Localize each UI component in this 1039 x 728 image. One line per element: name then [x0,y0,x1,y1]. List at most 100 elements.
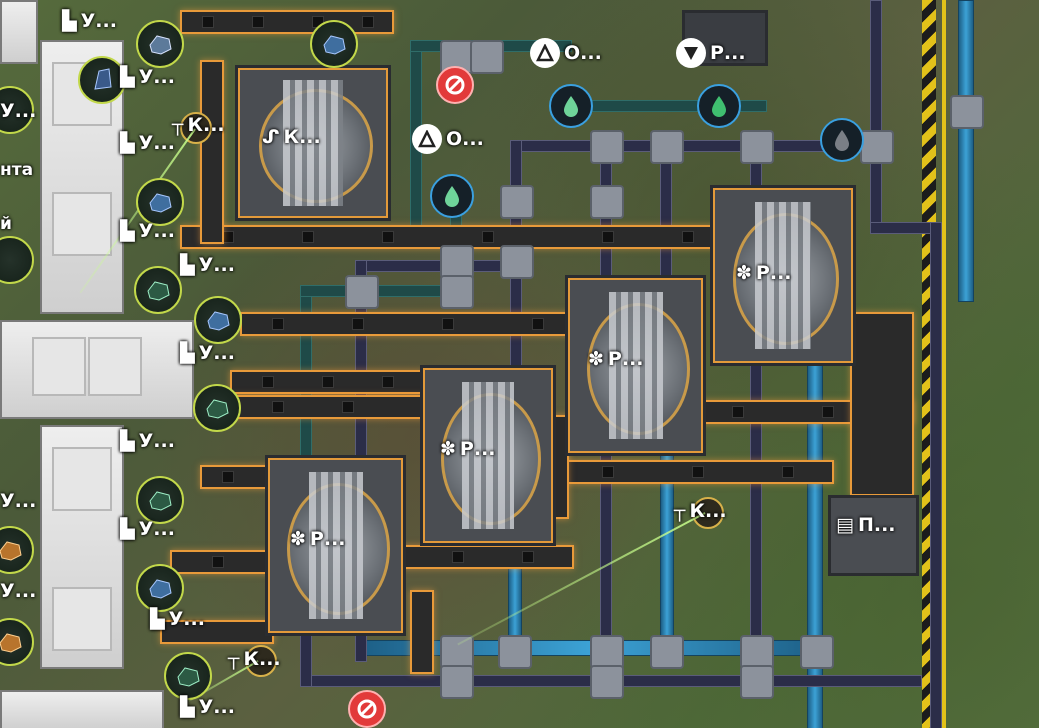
refinery-building[interactable] [420,365,556,546]
building-label[interactable]: О... [412,124,484,154]
pipe-junction[interactable] [440,665,474,699]
ore-resource-icon[interactable] [310,20,358,68]
fan-icon: ✽ [736,262,752,284]
storage-building[interactable] [828,495,919,576]
unloader-icon: ▙ [180,696,195,718]
pipe-junction[interactable] [740,635,774,669]
edge-label: нта [0,160,34,180]
building-label[interactable]: ┬К... [172,114,225,136]
building-label[interactable]: ▙У... [120,518,175,540]
conveyor-belt [230,370,424,394]
storage-icon: ▤ [836,514,854,536]
power-tower-icon[interactable] [692,497,724,529]
oil-drop-icon[interactable] [430,174,474,218]
pipe-junction[interactable] [590,665,624,699]
pipe-junction[interactable] [860,130,894,164]
pipe-junction[interactable] [498,635,532,669]
edge-label: й [0,214,12,234]
ore-resource-icon[interactable] [136,178,184,226]
unloader-icon: ▙ [150,608,165,630]
copper-resource-icon[interactable] [0,618,34,666]
building-label[interactable]: ▙У... [120,430,175,452]
building-label[interactable]: ✽Р... [588,348,644,370]
copper-resource-icon[interactable] [0,526,34,574]
power-tower-icon: ┬ [228,648,240,670]
building-slab [0,690,164,728]
building-slab [40,425,124,669]
pipe-junction[interactable] [500,185,534,219]
fan-icon: ✽ [440,438,456,460]
building-label[interactable]: ▙У... [180,254,235,276]
unloader-icon: ▙ [120,518,135,540]
conveyor-belt [200,465,274,489]
pipe-junction[interactable] [500,245,534,279]
refinery-building[interactable] [265,455,406,636]
pipe-junction[interactable] [650,635,684,669]
refinery-building[interactable] [565,275,706,456]
pipe-junction[interactable] [345,275,379,309]
pipe-junction[interactable] [590,185,624,219]
pipe-junction[interactable] [650,130,684,164]
crystal-resource-icon[interactable] [136,476,184,524]
pipe-junction[interactable] [590,130,624,164]
unloader-icon: ▙ [120,430,135,452]
conveyor-belt [850,312,914,496]
pipe-junction[interactable] [740,130,774,164]
crystal-resource-icon[interactable] [134,266,182,314]
building-label[interactable]: У... [0,580,37,602]
building-label[interactable]: У... [0,100,37,122]
building-label[interactable]: ▙У... [120,220,175,242]
pipe-junction[interactable] [950,95,984,129]
building-label[interactable]: ✽Р... [440,438,496,460]
building-label[interactable]: О... [530,38,602,68]
ore-resource-icon[interactable] [78,56,126,104]
pipe-junction[interactable] [800,635,834,669]
pipe-junction[interactable] [740,665,774,699]
building-label[interactable]: ▙У... [150,608,205,630]
unloader-icon: ▙ [180,254,195,276]
refinery-building[interactable] [710,185,856,366]
ore-resource-icon[interactable] [194,296,242,344]
power-tower-icon[interactable] [245,645,277,677]
building-label[interactable]: ✽Р... [290,528,346,550]
pipe-junction[interactable] [470,40,504,74]
oil-drop-icon[interactable] [549,84,593,128]
ore-resource-icon[interactable] [136,564,184,612]
fluid-pipe [930,222,942,728]
crystal-resource-icon[interactable] [164,652,212,700]
unloader-icon: ▙ [180,342,195,364]
building-label[interactable]: ▙У... [62,10,117,32]
conveyor-belt [160,620,274,644]
building-label[interactable]: ✽Р... [736,262,792,284]
pipe-junction[interactable] [440,275,474,309]
building-label[interactable]: ▙У... [120,66,175,88]
power-tower-icon: ┬ [674,500,686,522]
building-label[interactable]: У... [0,490,37,512]
power-tower-icon: ┬ [172,114,184,136]
building-label[interactable]: Р... [676,38,746,68]
building-label[interactable]: ┬К... [228,648,281,670]
pipe-junction[interactable] [440,635,474,669]
conveyor-belt [240,312,574,336]
pipe-junction[interactable] [590,635,624,669]
compressor-building[interactable] [235,65,391,221]
no-entry-icon[interactable] [348,690,386,728]
oil-drop-icon[interactable] [820,118,864,162]
building-label[interactable]: ▙У... [180,342,235,364]
ore-resource-icon[interactable] [0,86,34,134]
building-label[interactable]: ┬К... [674,500,727,522]
building-label[interactable]: ▙У... [120,132,175,154]
building-label[interactable]: ▤П... [836,514,896,536]
oil-drop-icon[interactable] [697,84,741,128]
oil-pipe [300,285,462,297]
no-entry-icon[interactable] [436,66,474,104]
pyramid-icon [412,124,442,154]
conveyor-belt [400,545,574,569]
unloader-icon: ▙ [120,132,135,154]
ore-resource-icon[interactable] [136,20,184,68]
crystal-resource-icon[interactable] [193,384,241,432]
pipe-junction[interactable] [440,245,474,279]
building-label[interactable]: ▙У... [180,696,235,718]
